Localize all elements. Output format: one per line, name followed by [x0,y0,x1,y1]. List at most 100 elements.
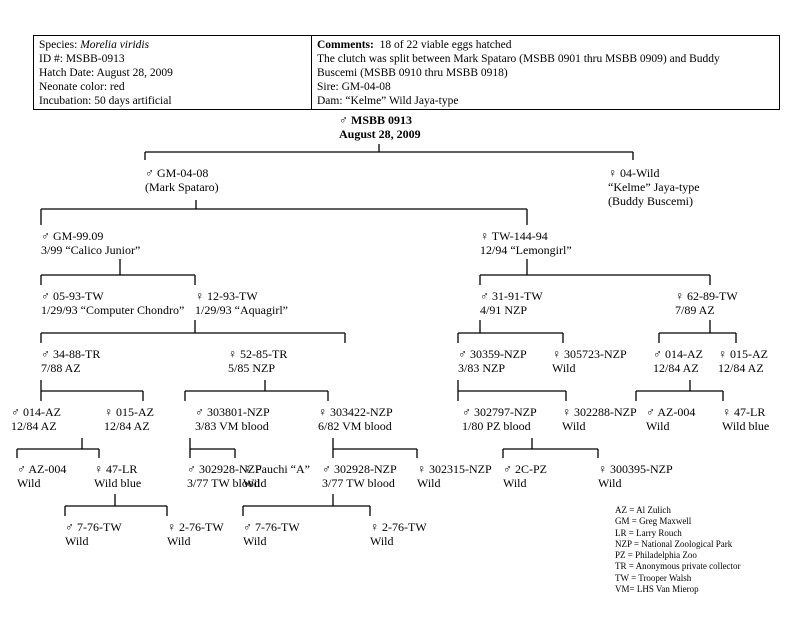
node-id: ♂ GM-99.09 [41,229,104,243]
node-302315-nzp: ♀ 302315-NZP Wild [417,462,492,490]
node-detail: 7/89 AZ [675,303,715,317]
node-detail: 4/91 NZP [480,303,528,317]
node-id: ♂ 7-76-TW [243,520,300,534]
node-detail: Wild [167,534,191,548]
node-id: ♀ 04-Wild [608,166,660,180]
node-detail: 7/88 AZ [41,361,81,375]
node-detail: 3/83 VM blood [195,419,269,433]
node-05-93-tw: ♂ 05-93-TW 1/29/93 “Computer Chondro” [41,289,184,317]
node-id: ♂ 302797-NZP [462,405,537,419]
node-7-76-tw-b: ♂ 7-76-TW Wild [243,520,300,548]
node-sire: ♂ GM-04-08 (Mark Spataro) [145,166,219,194]
comments-value: 18 of 22 viable eggs hatched [379,39,512,51]
comments-line: Comments: 18 of 22 viable eggs hatched [317,38,779,52]
node-detail: 3/77 TW blood [322,476,395,490]
node-detail: 3/99 “Calico Junior” [41,243,141,257]
legend-item: AZ = Al Zulich [615,505,671,515]
node-detail: Wild blue [94,476,142,490]
info-left-cell: Species: Morelia viridis ID #: MSBB-0913… [34,36,312,109]
node-az-004-right: ♂ AZ-004 Wild [646,405,695,433]
clutch-line-1: The clutch was split between Mark Spatar… [317,53,720,65]
root-animal: ♂ MSBB 0913 August 28, 2009 [339,113,421,141]
node-detail: 12/84 AZ [104,419,150,433]
node-id: ♀ 47-LR [722,405,766,419]
node-id: ♂ 302928-NZP [187,462,262,476]
node-34-88-tr: ♂ 34-88-TR 7/88 AZ [41,347,100,375]
node-detail: Wild [243,476,267,490]
hatch-date-line: Hatch Date: August 28, 2009 [39,67,173,79]
node-detail: Wild [243,534,267,548]
node-47-lr-right: ♀ 47-LR Wild blue [722,405,769,433]
node-detail: Wild [562,419,586,433]
node-015-az-right: ♀ 015-AZ 12/84 AZ [718,347,768,375]
node-detail: 12/94 “Lemongirl” [480,243,572,257]
legend-item: PZ = Philadelphia Zoo [615,550,697,561]
legend-item: TW = Trooper Walsh [615,572,692,583]
node-id: ♂ AZ-004 [17,462,67,476]
node-detail: Wild [65,534,89,548]
node-id: ♀ 62-89-TW [675,289,738,303]
node-id: ♀ 302315-NZP [417,462,492,476]
node-detail: Wild [370,534,394,548]
node-id: ♀ 52-85-TR [228,347,288,361]
node-014-az-right: ♂ 014-AZ 12/84 AZ [653,347,703,375]
incubation-line: Incubation: 50 days artificial [39,95,172,107]
node-detail: 5/85 NZP [228,361,276,375]
node-302928-nzp-a: ♂ 302928-NZP 3/77 TW blood [187,462,262,490]
node-302928-nzp-b: ♂ 302928-NZP 3/77 TW blood [322,462,397,490]
node-detail: Wild [417,476,441,490]
node-id: ♂ 303801-NZP [195,405,270,419]
node-014-az-left: ♂ 014-AZ 12/84 AZ [11,405,61,433]
node-62-89-tw: ♀ 62-89-TW 7/89 AZ [675,289,738,317]
node-id: ♀ 2-76-TW [167,520,224,534]
node-30359-nzp: ♂ 30359-NZP 3/83 NZP [458,347,527,375]
node-id: ♀ 12-93-TW [195,289,258,303]
node-2c-pz: ♂ 2C-PZ Wild [503,462,547,490]
abbreviation-legend: AZ = Al Zulich GM = Greg Maxwell LR = La… [615,505,741,595]
node-detail: 3/83 NZP [458,361,506,375]
comments-label: Comments: [317,39,374,51]
node-300395-nzp: ♀ 300395-NZP Wild [598,462,673,490]
node-id: ♀ 302288-NZP [562,405,637,419]
node-31-91-tw: ♂ 31-91-TW 4/91 NZP [480,289,543,317]
node-detail: 12/84 AZ [653,361,699,375]
node-id: ♂ GM-04-08 [145,166,209,180]
species-label: Species: [39,39,78,51]
node-7-76-tw-a: ♂ 7-76-TW Wild [65,520,122,548]
node-id: ♀ 47-LR [94,462,138,476]
node-detail: 1/80 PZ blood [462,419,531,433]
node-id: ♂ AZ-004 [646,405,696,419]
node-303422-nzp: ♀ 303422-NZP 6/82 VM blood [318,405,393,433]
node-305723-nzp: ♀ 305723-NZP Wild [552,347,627,375]
node-detail: Wild [17,476,41,490]
node-detail: Wild [646,419,670,433]
legend-item: GM = Greg Maxwell [615,516,692,527]
node-id: ♂ 31-91-TW [480,289,543,303]
node-detail: Wild blue [722,419,770,433]
node-2-76-tw-a: ♀ 2-76-TW Wild [167,520,224,548]
node-id: ♀ 015-AZ [718,347,768,361]
node-detail: 6/82 VM blood [318,419,392,433]
legend-item: VM= LHS Van Mierop [615,584,699,595]
node-id: ♂ 014-AZ [11,405,61,419]
node-id: ♀ 300395-NZP [598,462,673,476]
node-gm-99-09: ♂ GM-99.09 3/99 “Calico Junior” [41,229,140,257]
neonate-color-line: Neonate color: red [39,81,125,93]
node-id: ♀ 015-AZ [104,405,154,419]
node-id: ♀ 305723-NZP [552,347,627,361]
node-id: ♂ 30359-NZP [458,347,527,361]
species-line: Species: Morelia viridis [39,38,311,52]
node-id: ♂ 7-76-TW [65,520,122,534]
node-id: ♀ 2-76-TW [370,520,427,534]
node-id: ♀ 303422-NZP [318,405,393,419]
node-47-lr-left: ♀ 47-LR Wild blue [94,462,141,490]
node-az-004-left: ♂ AZ-004 Wild [17,462,66,490]
node-detail: “Kelme” Jaya-type [608,180,700,194]
node-12-93-tw: ♀ 12-93-TW 1/29/93 “Aquagirl” [195,289,288,317]
clutch-line-2: Buscemi (MSBB 0910 thru MSBB 0918) [317,67,508,79]
node-detail: 3/77 TW blood [187,476,260,490]
node-id: ♀ TW-144-94 [480,229,548,243]
node-id: ♂ 05-93-TW [41,289,104,303]
node-id: ♂ 302928-NZP [322,462,397,476]
